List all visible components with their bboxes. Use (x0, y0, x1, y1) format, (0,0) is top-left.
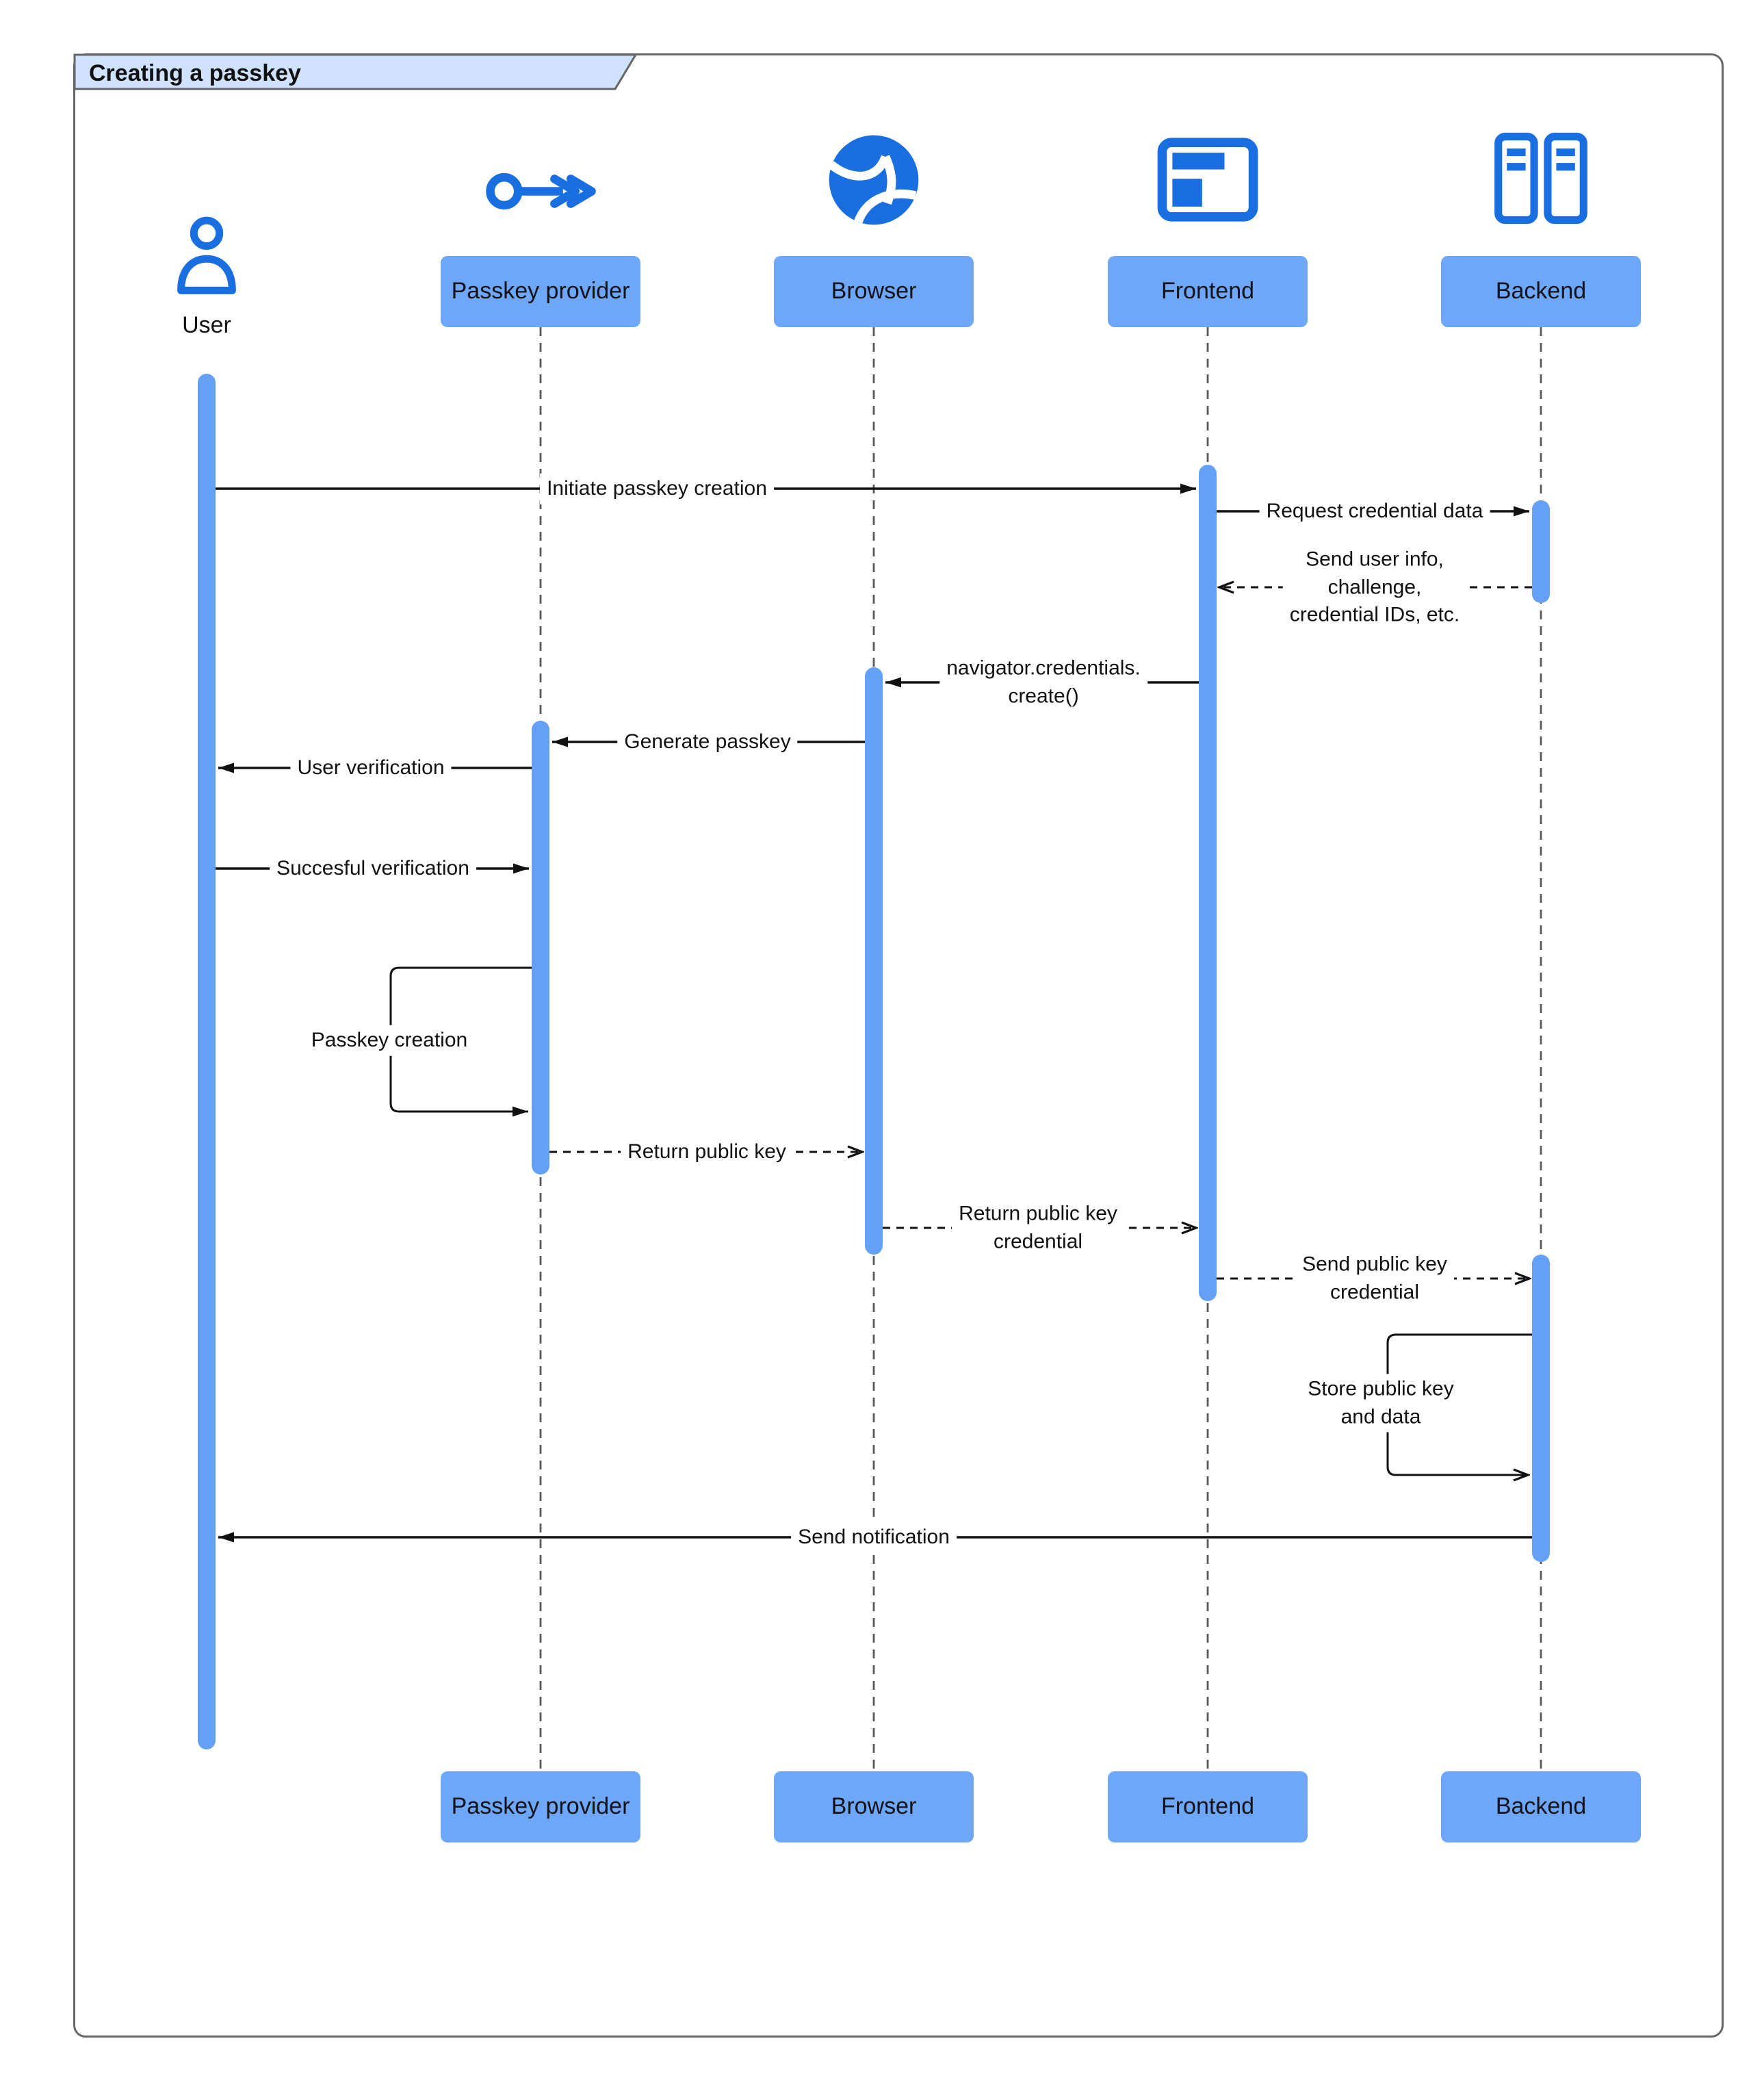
participant-label: Frontend (1160, 1793, 1255, 1820)
person-icon (177, 216, 236, 294)
participant-label: Browser (831, 278, 917, 305)
diagram-frame (73, 53, 1724, 2038)
message-label-send-user-info: Send user info, challenge, credential ID… (1282, 544, 1467, 630)
message-text: Return public key (627, 1140, 786, 1163)
message-text: Send user info, (1306, 548, 1444, 571)
message-label-send-notification: Send notification (791, 1521, 957, 1553)
participant-box-backend-bottom: Backend (1441, 1771, 1641, 1842)
participant-box-passkey-provider-bottom: Passkey provider (441, 1771, 640, 1842)
message-label-send-public-key-credential: Send public key credential (1295, 1249, 1454, 1308)
message-text: Succesful verification (276, 856, 469, 879)
activation-bar-browser (865, 667, 883, 1255)
diagram-title-tab (73, 53, 638, 90)
browser-window-icon (1157, 138, 1258, 222)
message-text: Generate passkey (624, 730, 791, 753)
message-text: credential IDs, etc. (1289, 603, 1460, 626)
participant-label-user: User (182, 312, 231, 338)
activation-bar-frontend (1199, 465, 1217, 1301)
message-text: Request credential data (1266, 499, 1483, 522)
participant-box-passkey-provider-top: Passkey provider (441, 256, 640, 327)
message-text: navigator.credentials. (946, 656, 1141, 680)
participant-box-frontend-top: Frontend (1108, 256, 1308, 327)
message-label-store-public-key: Store public key and data (1301, 1374, 1461, 1433)
message-text: User verification (297, 756, 445, 779)
message-text: create() (1008, 684, 1079, 707)
message-text: Passkey creation (311, 1028, 468, 1051)
activation-bar-backend-1 (1532, 500, 1550, 603)
participant-label: Passkey provider (451, 1793, 630, 1820)
globe-icon (828, 135, 919, 225)
message-text: Return public key (959, 1202, 1117, 1225)
message-label-initiate-passkey-creation: Initiate passkey creation (540, 473, 774, 504)
message-label-request-credential-data: Request credential data (1259, 496, 1490, 527)
activation-bar-passkey-provider (532, 721, 549, 1174)
diagram-title: Creating a passkey (89, 60, 301, 86)
participant-box-browser-top: Browser (774, 256, 974, 327)
message-text: and data (1340, 1405, 1421, 1428)
message-label-return-public-key: Return public key (621, 1136, 793, 1168)
message-label-generate-passkey: Generate passkey (617, 726, 798, 758)
message-label-succesful-verification: Succesful verification (270, 853, 476, 884)
message-label-return-public-key-credential: Return public key credential (952, 1198, 1124, 1257)
message-text: Send notification (798, 1525, 950, 1548)
message-text: Send public key (1302, 1253, 1447, 1276)
participant-box-browser-bottom: Browser (774, 1771, 974, 1842)
message-label-user-verification: User verification (290, 752, 452, 784)
participant-label: Backend (1495, 1793, 1587, 1820)
message-text: Initiate passkey creation (547, 476, 767, 500)
server-icon (1494, 132, 1587, 224)
participant-box-frontend-bottom: Frontend (1108, 1771, 1308, 1842)
message-text: Store public key (1308, 1377, 1454, 1400)
key-icon (486, 172, 596, 210)
message-text: credential (1330, 1281, 1420, 1303)
message-text: credential (993, 1230, 1083, 1253)
participant-label: Frontend (1160, 278, 1255, 305)
participant-label: Backend (1495, 278, 1587, 305)
message-label-passkey-creation: Passkey creation (304, 1025, 475, 1056)
participant-label: Passkey provider (451, 278, 630, 305)
title-tab-shape (73, 53, 638, 90)
message-text: challenge, (1327, 575, 1422, 598)
participant-label: Browser (831, 1793, 917, 1820)
activation-bar-user (198, 374, 216, 1749)
message-label-navigator-credentials-create: navigator.credentials. create() (939, 653, 1147, 712)
activation-bar-backend-2 (1532, 1255, 1550, 1562)
participant-box-backend-top: Backend (1441, 256, 1641, 327)
